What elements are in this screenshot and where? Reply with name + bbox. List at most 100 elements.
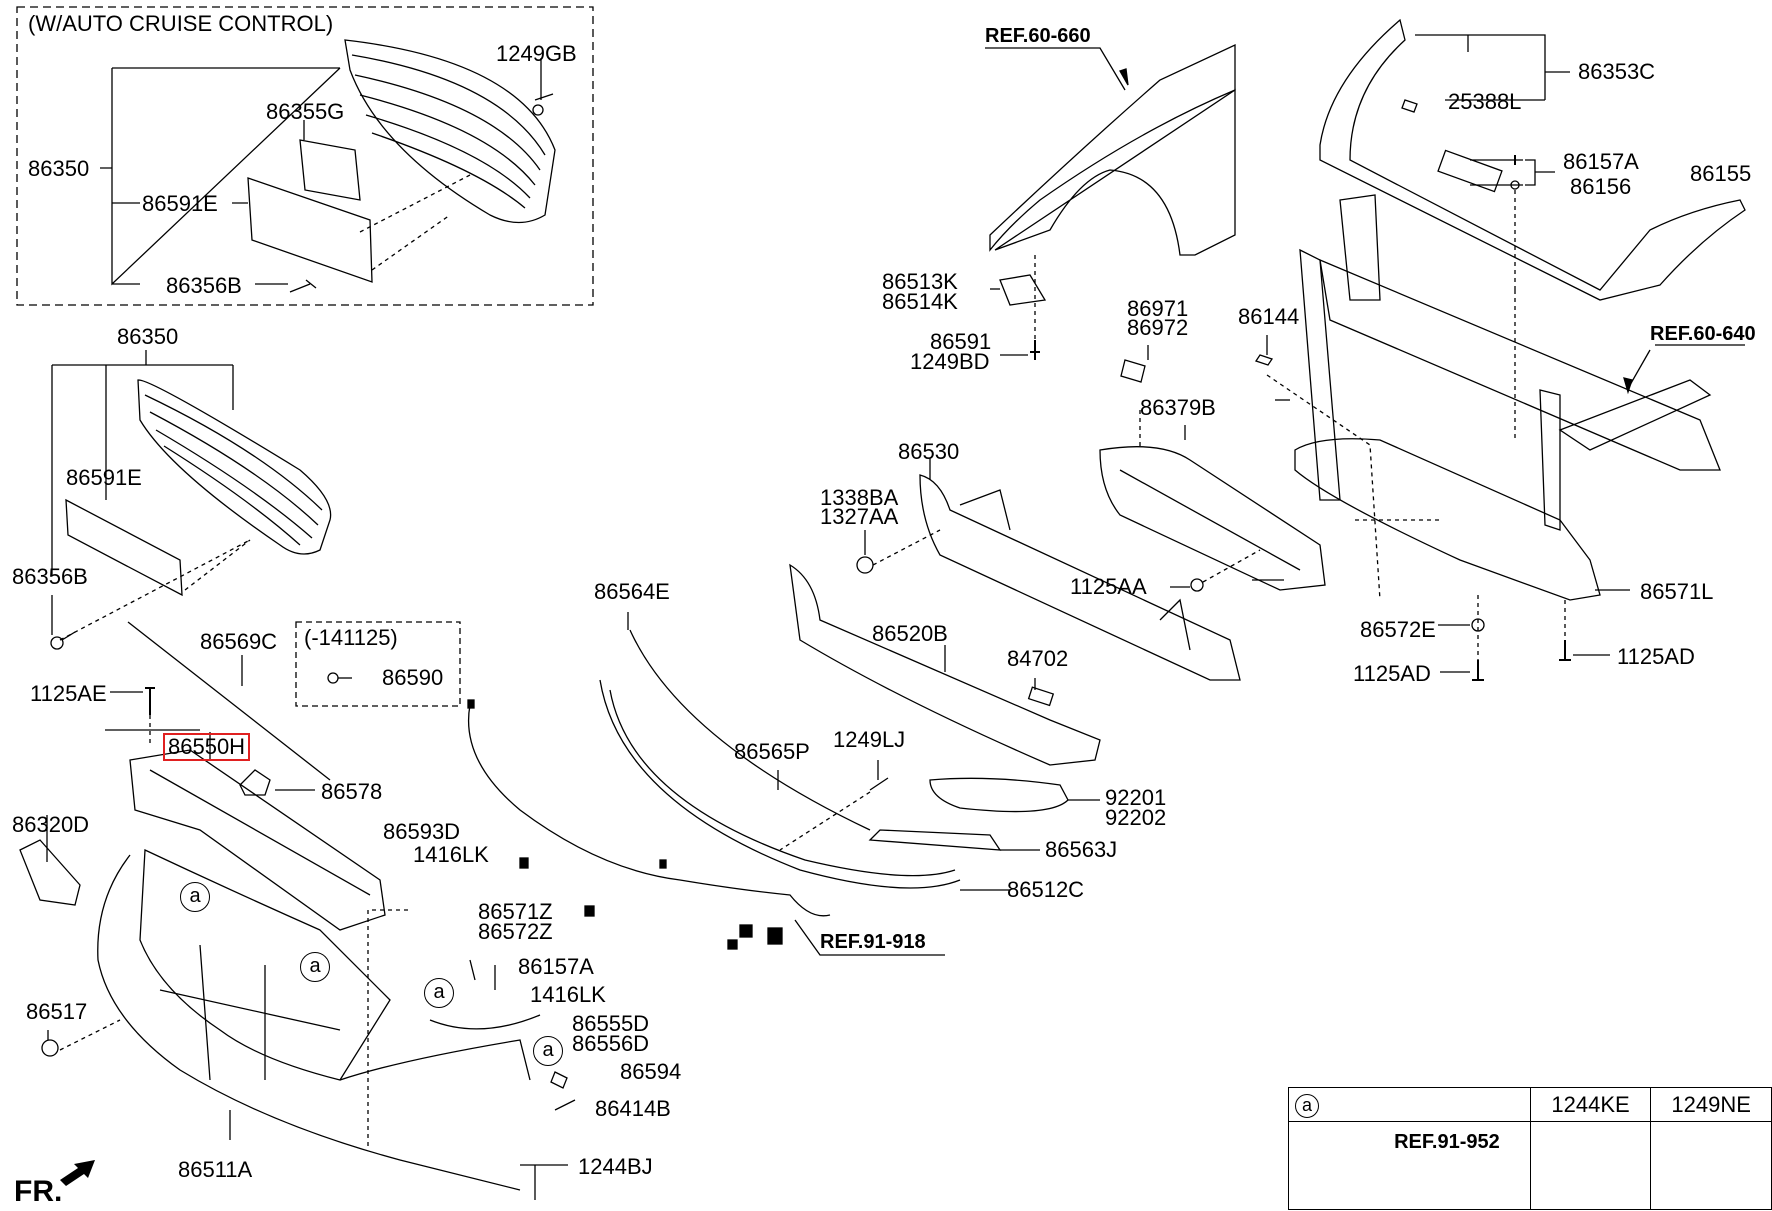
air-guide-86379b <box>1099 446 1326 591</box>
inset-grille-drawing <box>247 39 556 293</box>
part-label-86594[interactable]: 86594 <box>620 1059 682 1084</box>
part-label-86555d[interactable]: 86555D <box>572 1011 650 1036</box>
ref-91-952[interactable]: REF.91-952 <box>1394 1131 1500 1153</box>
part-label-1125ad-2[interactable]: 1125AD <box>1617 644 1695 669</box>
legend-ref-cell: REF.91-952 <box>1288 1121 1531 1210</box>
part-label-86353c[interactable]: 86353C <box>1578 59 1656 84</box>
main-grille-drawing <box>50 379 332 650</box>
auto-cruise-note: (W/AUTO CRUISE CONTROL) <box>28 11 334 36</box>
part-label-86972[interactable]: 86972 <box>1127 315 1189 340</box>
part-label-92202[interactable]: 92202 <box>1105 805 1167 830</box>
part-label-86565p[interactable]: 86565P <box>734 739 810 764</box>
radiator-support-drawing <box>1299 194 1721 531</box>
bezel-86563j <box>868 829 1002 851</box>
ref-60-660[interactable]: REF.60-660 <box>985 25 1091 47</box>
callout-a-2[interactable]: a <box>300 952 330 982</box>
part-label-86157a-1[interactable]: 86157A <box>518 954 594 979</box>
part-label-92201[interactable]: 92201 <box>1105 785 1167 810</box>
part-label-1244bj[interactable]: 1244BJ <box>578 1154 653 1179</box>
reinforcement-86530 <box>919 474 1241 681</box>
callout-legend-table: a 1244KE 1249NE REF.91-952 <box>1288 1087 1772 1210</box>
part-label-86157a-2[interactable]: 86157A <box>1563 149 1639 174</box>
part-label-86156[interactable]: 86156 <box>1570 174 1632 199</box>
part-label-86356b[interactable]: 86356B <box>12 564 88 589</box>
bracket-86550h-drawing <box>129 732 386 931</box>
part-label-86511a[interactable]: 86511A <box>178 1157 253 1182</box>
part-label-86590[interactable]: 86590 <box>382 665 444 690</box>
inset-box <box>16 6 594 306</box>
part-label-86550h-highlighted[interactable]: 86550H <box>163 733 251 761</box>
part-label-25388l[interactable]: 25388L <box>1448 89 1522 114</box>
front-direction-arrow <box>60 1160 95 1186</box>
strip-86564e <box>629 629 871 831</box>
part-label-1338ba[interactable]: 1338BA <box>820 485 899 510</box>
part-label-86320d[interactable]: 86320D <box>12 812 90 837</box>
part-label-1249bd[interactable]: 1249BD <box>910 349 990 374</box>
part-label-86572e[interactable]: 86572E <box>1360 617 1436 642</box>
callout-a-4[interactable]: a <box>533 1036 563 1066</box>
molding-86569c <box>127 621 331 781</box>
part-label-1327aa[interactable]: 1327AA <box>820 504 899 529</box>
part-label-86572z[interactable]: 86572Z <box>478 919 553 944</box>
part-label-86379b[interactable]: 86379B <box>1140 395 1216 420</box>
inset-leaders <box>100 58 542 286</box>
part-label-1125ae[interactable]: 1125AE <box>30 681 107 706</box>
part-label-86517[interactable]: 86517 <box>26 999 88 1024</box>
part-label-86514k[interactable]: 86514K <box>882 289 958 314</box>
upper-shroud-drawing <box>1319 18 1746 301</box>
main-grille-leaders <box>51 350 234 635</box>
bumper-beam-86520b <box>789 563 1101 766</box>
bumper-cover-drawing <box>97 849 531 1191</box>
ref-60-640[interactable]: REF.60-640 <box>1650 323 1756 345</box>
part-label-1249lj[interactable]: 1249LJ <box>833 727 906 752</box>
part-label-86513k[interactable]: 86513K <box>882 269 958 294</box>
fender-drawing <box>989 43 1236 256</box>
date-note: (-141125) <box>304 625 398 650</box>
callout-a-1[interactable]: a <box>180 882 210 912</box>
fog-lamp-92201 <box>929 777 1069 813</box>
part-label-1416lk-1[interactable]: 1416LK <box>413 842 489 867</box>
part-label-86530[interactable]: 86530 <box>898 439 960 464</box>
part-label-84702[interactable]: 84702 <box>1007 646 1069 671</box>
strip-86512c <box>599 679 961 889</box>
front-direction-label: FR. <box>14 1175 63 1208</box>
part-label-86569c[interactable]: 86569C <box>200 629 278 654</box>
part-label-1125ad-1[interactable]: 1125AD <box>1353 661 1431 686</box>
part-label-1416lk-2[interactable]: 1416LK <box>530 982 606 1007</box>
part-label-1249gb[interactable]: 1249GB <box>496 41 577 66</box>
part-label-86350-inset[interactable]: 86350 <box>28 156 90 181</box>
part-label-86571z[interactable]: 86571Z <box>478 899 553 924</box>
part-label-86414b[interactable]: 86414B <box>595 1096 671 1121</box>
callout-a-3[interactable]: a <box>424 978 454 1008</box>
legend-1249ne-image-cell <box>1650 1121 1772 1210</box>
part-label-86155[interactable]: 86155 <box>1690 161 1752 186</box>
emblem-86320d <box>19 839 81 906</box>
part-label-86571l[interactable]: 86571L <box>1640 579 1714 604</box>
part-label-86591[interactable]: 86591 <box>930 329 992 354</box>
ref-91-918[interactable]: REF.91-918 <box>820 931 926 953</box>
part-label-86591e-inset[interactable]: 86591E <box>142 191 218 216</box>
part-label-86563j[interactable]: 86563J <box>1045 837 1118 862</box>
part-label-86355g[interactable]: 86355G <box>266 99 345 124</box>
wiring-harness-drawing <box>467 699 831 950</box>
legend-col-1244ke[interactable]: 1244KE <box>1529 1087 1652 1122</box>
under-cover-86571l <box>1294 438 1601 601</box>
part-label-86564e[interactable]: 86564E <box>594 579 670 604</box>
date-box <box>295 621 461 707</box>
legend-callout-a: a <box>1295 1094 1319 1118</box>
part-label-86971[interactable]: 86971 <box>1127 296 1189 321</box>
part-label-86593d[interactable]: 86593D <box>383 819 461 844</box>
legend-1244ke-image-cell <box>1529 1121 1652 1210</box>
part-label-86144[interactable]: 86144 <box>1238 304 1300 329</box>
part-label-86578[interactable]: 86578 <box>321 779 383 804</box>
legend-col-1249ne[interactable]: 1249NE <box>1650 1087 1772 1122</box>
part-label-86356b-inset[interactable]: 86356B <box>166 273 242 298</box>
part-label-86591e[interactable]: 86591E <box>66 465 142 490</box>
part-label-1125aa[interactable]: 1125AA <box>1070 574 1147 599</box>
part-label-86512c[interactable]: 86512C <box>1007 877 1085 902</box>
legend-header-symbol-cell: a <box>1288 1087 1531 1122</box>
part-label-86350[interactable]: 86350 <box>117 324 179 349</box>
part-label-86520b[interactable]: 86520B <box>872 621 948 646</box>
part-label-86556d[interactable]: 86556D <box>572 1031 650 1056</box>
